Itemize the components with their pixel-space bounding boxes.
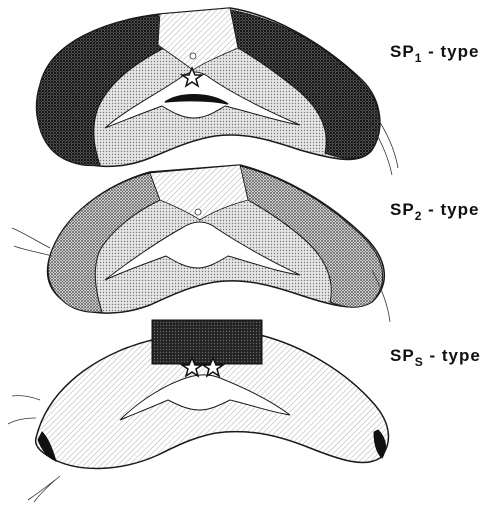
sp1-type-label: SP1 - type	[390, 42, 479, 62]
sps-nerve-root-left	[8, 396, 40, 424]
sp2-label-subscript: 2	[415, 209, 423, 223]
sp2-label-prefix: SP	[390, 200, 415, 219]
sps-label-suffix: - type	[429, 346, 480, 365]
sp2-nerve-root-left	[12, 228, 52, 256]
sps-nerve-root-bottom	[28, 476, 60, 502]
section-sp2	[12, 165, 390, 322]
sps-dorsal-dark-block	[152, 320, 262, 364]
sp1-label-subscript: 1	[415, 51, 423, 65]
sp2-central-canal	[195, 209, 201, 215]
section-sps	[8, 320, 388, 502]
section-sp1	[37, 8, 398, 175]
sps-label-subscript: S	[415, 355, 424, 369]
sp1-label-prefix: SP	[390, 42, 415, 61]
sp1-label-suffix: - type	[428, 42, 479, 61]
sps-type-label: SPS - type	[390, 346, 481, 366]
sps-label-prefix: SP	[390, 346, 415, 365]
sp2-type-label: SP2 - type	[390, 200, 479, 220]
sp1-central-canal	[190, 53, 196, 59]
sp2-label-suffix: - type	[428, 200, 479, 219]
